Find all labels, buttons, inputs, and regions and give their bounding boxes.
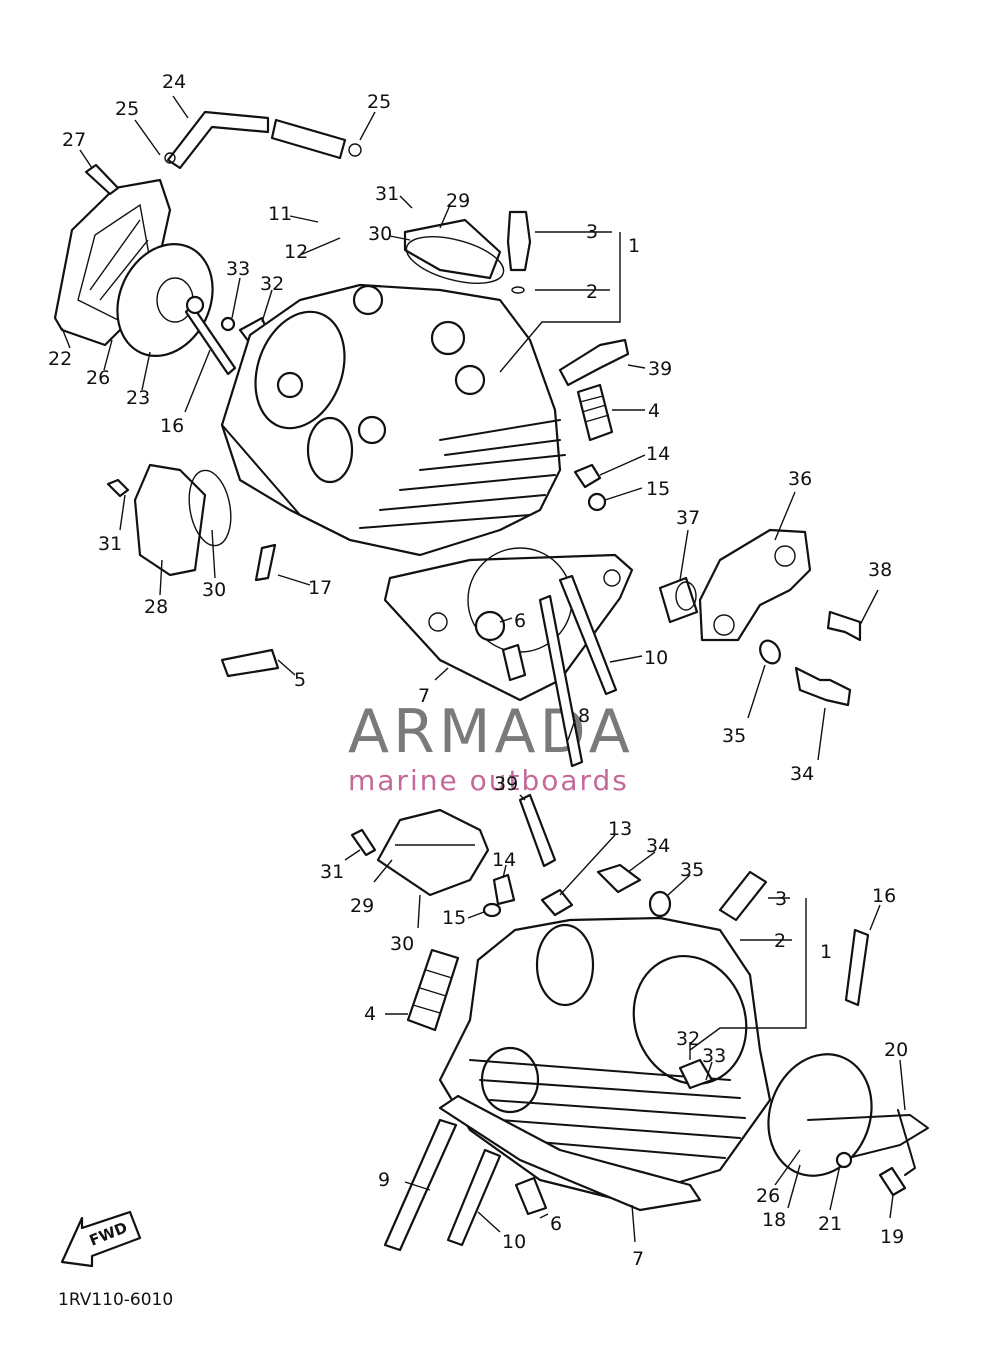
callout-32-top: 32 [260, 273, 284, 295]
callout-29-top: 29 [446, 190, 470, 212]
nut-14-lower [482, 873, 516, 918]
catalog-code: 1RV110-6010 [58, 1290, 173, 1310]
spark-plug-lower [518, 793, 557, 868]
bolt-27 [84, 163, 120, 196]
callout-18: 18 [762, 1209, 786, 1231]
valve-spring-upper [576, 383, 614, 442]
leader-lines [61, 95, 906, 1243]
callout-7-top: 7 [418, 685, 430, 707]
nut-13-lower [540, 888, 574, 917]
callout-5: 5 [294, 669, 306, 691]
callout-21: 21 [818, 1213, 842, 1235]
callout-15-bottom: 15 [442, 907, 466, 929]
callouts-upper: 24 25 25 27 31 29 11 30 3 2 1 12 33 32 2… [48, 71, 892, 785]
callout-2-top: 2 [586, 281, 598, 303]
bolt-38 [826, 610, 862, 642]
callout-34-bottom: 34 [646, 835, 670, 857]
callout-3-top: 3 [586, 221, 598, 243]
callout-22: 22 [48, 348, 72, 370]
callout-20: 20 [884, 1039, 908, 1061]
spark-plug-upper [558, 338, 630, 387]
bolt-34-upper [794, 666, 852, 707]
callout-14-top: 14 [646, 443, 670, 465]
callout-33-bottom: 33 [702, 1045, 726, 1067]
callout-30-top: 30 [368, 223, 392, 245]
breather-hose [164, 110, 362, 170]
bracket-36 [698, 528, 812, 642]
callout-8: 8 [578, 705, 590, 727]
callout-24: 24 [162, 71, 186, 93]
callout-31-top: 31 [375, 183, 399, 205]
callout-7-bottom: 7 [632, 1248, 644, 1270]
callout-25-right: 25 [367, 91, 391, 113]
watermark-tagline: marine outboards [348, 764, 629, 797]
callout-31-mid: 31 [98, 533, 122, 555]
callout-9: 9 [378, 1169, 390, 1191]
callout-11: 11 [268, 203, 292, 225]
valve-spring-lower [406, 948, 460, 1032]
valve-cover-lower-29 [350, 808, 490, 897]
callout-16-top: 16 [160, 415, 184, 437]
callout-37: 37 [676, 507, 700, 529]
callout-10-top: 10 [644, 647, 668, 669]
callout-4-bottom: 4 [364, 1003, 376, 1025]
washer-35-upper [759, 639, 781, 665]
callout-3-bottom: 3 [775, 888, 787, 910]
stud-bolts-upper [220, 543, 618, 768]
callout-29-bottom: 29 [350, 895, 374, 917]
callout-10-bottom: 10 [502, 1231, 526, 1253]
nut-14-upper [573, 463, 607, 512]
callout-17: 17 [308, 577, 332, 599]
callout-32-bottom: 32 [676, 1028, 700, 1050]
callout-13: 13 [608, 818, 632, 840]
callout-14-bottom: 14 [492, 849, 516, 871]
callout-34-top: 34 [790, 763, 814, 785]
side-cover-upper [53, 178, 237, 376]
callout-31-bottom: 31 [320, 861, 344, 883]
watermark-brand: ARMADA [348, 697, 634, 767]
valve-cover-upper-29 [403, 218, 505, 284]
callouts-lower: 39 13 34 35 31 29 14 15 3 30 2 1 16 4 32… [320, 773, 908, 1270]
callout-26-bottom: 26 [756, 1185, 780, 1207]
tappet-cover-upper [106, 463, 232, 577]
callout-6-top: 6 [514, 610, 526, 632]
callout-1-top: 1 [628, 235, 640, 257]
callout-12: 12 [284, 241, 308, 263]
callout-15-top: 15 [646, 478, 670, 500]
callout-39-bottom: 39 [494, 773, 518, 795]
callout-33-top: 33 [226, 258, 250, 280]
head-gasket-lower [438, 1094, 702, 1212]
callout-39-top: 39 [648, 358, 672, 380]
callout-36: 36 [788, 468, 812, 490]
callout-27: 27 [62, 129, 86, 151]
callout-30-bottom: 30 [390, 933, 414, 955]
callout-30-mid: 30 [202, 579, 226, 601]
valve-guide-upper [506, 210, 532, 294]
callout-2-bottom: 2 [774, 930, 786, 952]
fwd-arrow-icon: FWD [60, 1210, 142, 1268]
spacer-37 [658, 576, 699, 624]
stud-bolts-lower [383, 928, 870, 1252]
bolt-34-lower [596, 863, 672, 918]
callout-6-bottom: 6 [550, 1213, 562, 1235]
cylinder-head-upper [220, 283, 566, 557]
callout-16-bottom: 16 [872, 885, 896, 907]
callout-38: 38 [868, 559, 892, 581]
callout-23: 23 [126, 387, 150, 409]
callout-35-bottom: 35 [680, 859, 704, 881]
callout-1-bottom: 1 [820, 941, 832, 963]
callout-25-left: 25 [115, 98, 139, 120]
callout-28: 28 [144, 596, 168, 618]
callout-19: 19 [880, 1226, 904, 1248]
callout-35-top: 35 [722, 725, 746, 747]
callout-4-top: 4 [648, 400, 660, 422]
callout-26-top: 26 [86, 367, 110, 389]
side-cover-lower [767, 1053, 929, 1197]
